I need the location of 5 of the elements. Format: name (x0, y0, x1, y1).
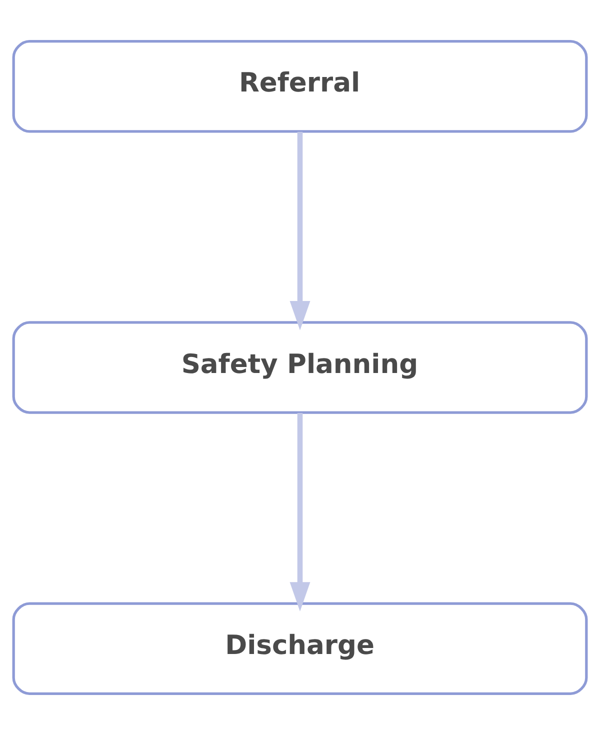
arrow (290, 412, 310, 611)
node-box: Referral (12, 39, 588, 132)
node-box: Safety Planning (12, 320, 588, 414)
arrow (290, 131, 310, 330)
node-box: Discharge (12, 602, 588, 695)
